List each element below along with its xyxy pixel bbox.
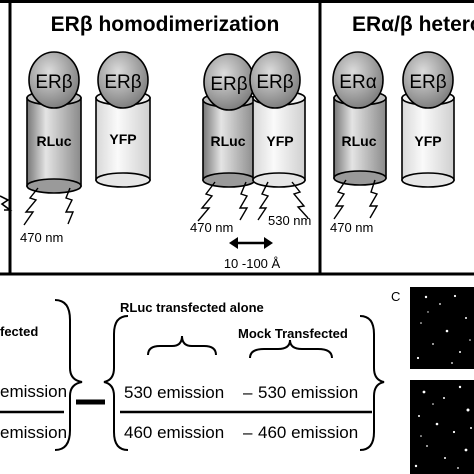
emission-470-hetero: 470 nm [330,220,373,235]
panel-heterodimerization: ERα/β hetero ERα RLuc 470 nm ERβ YFP [330,13,474,235]
panel-homodimerization: ERβ homodimerization ERβ RLuc 470 nm ERβ… [0,13,311,271]
erb-receptor-oval [28,51,80,109]
erb-rluc-construct-left: ERβ RLuc [23,51,82,226]
emission-530-acceptor: 530 nm [268,213,311,228]
emission-470-left: 470 nm [20,230,63,245]
erb-receptor-label: ERβ [35,72,72,93]
lightning-bolt-icon [0,195,13,211]
lightning-bolt-icon [23,187,39,226]
right-curly-bracket [359,315,385,451]
right-curly-bracket [54,299,83,451]
era-receptor-oval [332,51,384,109]
lightning-bolt-icon [197,181,216,222]
lightning-bolt-icon [238,181,249,221]
heterodimerization-title: ERα/β hetero [352,13,474,36]
erb-receptor-oval [402,51,454,109]
era-rluc-construct: ERα RLuc [332,51,387,220]
rluc-transfected-alone-label: RLuc transfected alone [120,300,264,315]
erb-yfp-construct-left: ERβ YFP [95,51,151,188]
numerator-530-emission-b: 530 emission [258,383,358,402]
yfp-label: YFP [414,133,441,149]
panel-equation-left: fected emission emission [0,299,105,451]
overbrace-left [147,335,217,356]
denominator-460-emission-b: 460 emission [258,423,358,442]
erb-receptor-label: ERβ [104,72,141,93]
erb-receptor-label: ERβ [210,74,247,95]
top-panel-frames [0,0,474,276]
denominator-minus: – [243,423,253,442]
homodimerization-title: ERβ homodimerization [51,13,280,36]
numerator-530-emission-a: 530 emission [124,383,224,402]
erb-receptor-oval [249,51,301,109]
lightning-bolt-icon [64,187,75,225]
era-receptor-label: ERα [339,72,376,93]
erb-receptor-oval [97,51,149,109]
numerator-minus: – [243,383,253,402]
erb-rluc-construct-dimer: ERβ RLuc [197,53,256,222]
emission-470-donor: 470 nm [190,220,233,235]
micrograph-bottom [410,380,474,474]
erb-receptor-label: ERβ [256,72,293,93]
rluc-label: RLuc [37,133,72,149]
lightning-bolt-icon [333,179,347,220]
denominator-emission-left: emission [0,423,67,442]
panel-c: C [391,287,474,474]
panel-equation-middle: RLuc transfected alone Mock Transfected … [103,300,385,451]
overbrace-right [249,339,333,359]
panel-c-label: C [391,289,400,304]
erb-receptor-label: ERβ [409,72,446,93]
lightning-bolt-icon [291,181,309,219]
lightning-bolt-icon [257,181,270,221]
mock-transfected-label: Mock Transfected [238,326,348,341]
distance-arrow [229,237,273,249]
rluc-label: RLuc [211,133,246,149]
micrograph-top [410,287,474,369]
distance-label: 10 -100 Å [224,256,281,271]
rluc-label: RLuc [342,133,377,149]
erb-yfp-construct-hetero: ERβ YFP [401,51,455,188]
left-curly-bracket [103,315,129,451]
yfp-label: YFP [109,131,136,147]
denominator-460-emission-a: 460 emission [124,423,224,442]
erb-yfp-construct-dimer: ERβ YFP [249,51,309,221]
bracket-label-transfected: fected [0,324,38,339]
numerator-emission-left: emission [0,382,67,401]
fluorescent-speckles [414,294,472,469]
yfp-label: YFP [266,133,293,149]
lightning-bolt-icon [368,179,379,219]
